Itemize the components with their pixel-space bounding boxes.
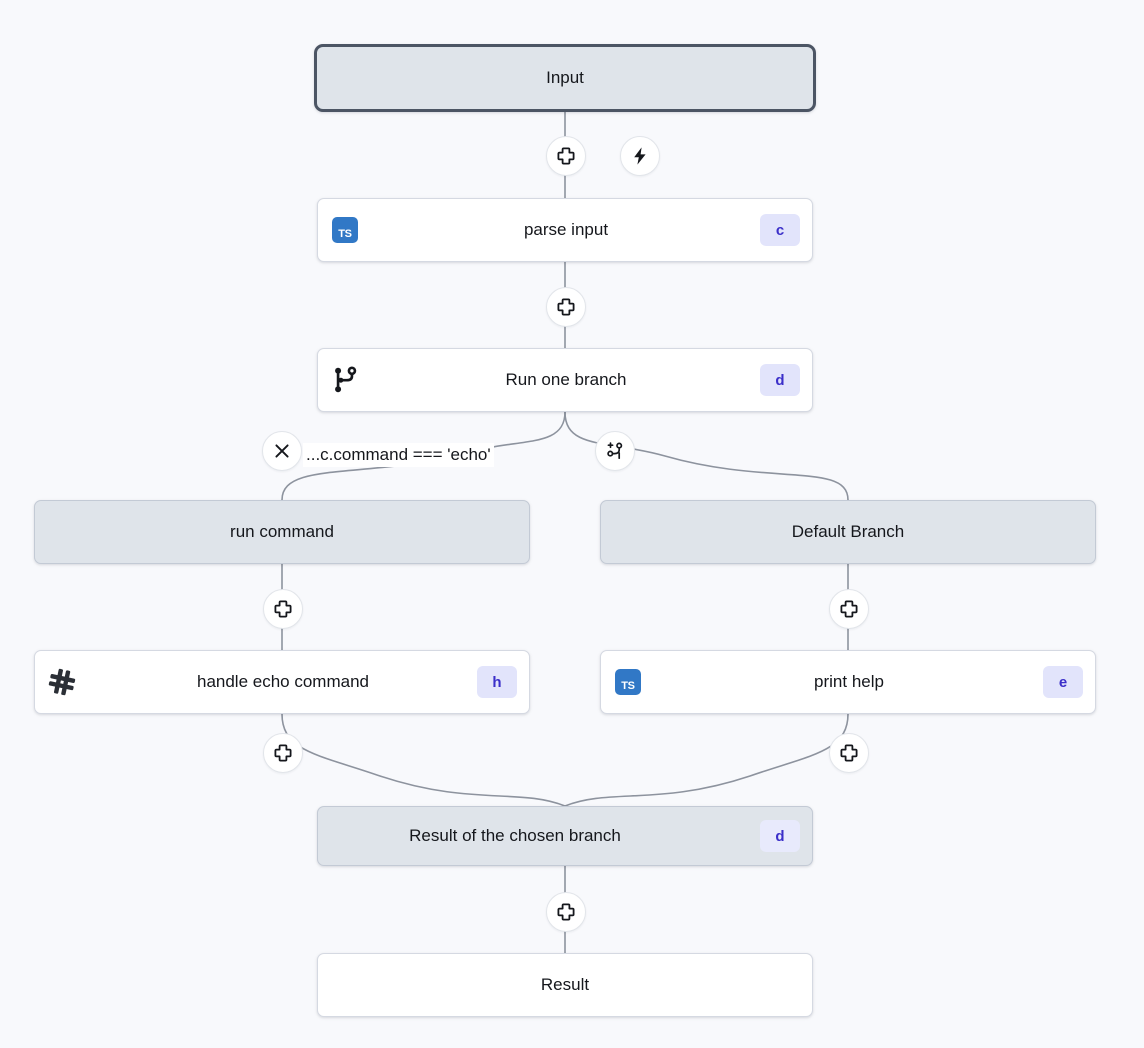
edge-condition-label[interactable]: ...c.command === 'echo' (303, 443, 494, 467)
add-branch-icon (607, 442, 623, 460)
node-parse-input-label: parse input (523, 220, 609, 239)
edge-handle-to-result (281, 713, 566, 807)
bolt-icon (634, 147, 646, 165)
node-parse-input-badge[interactable]: c (760, 214, 800, 246)
add-step-button-handle-echo[interactable] (263, 733, 303, 773)
node-handle-echo-command-badge[interactable]: h (477, 666, 517, 698)
add-step-button-input-parse[interactable] (546, 136, 586, 176)
close-icon (275, 444, 289, 458)
plus-icon (557, 147, 575, 165)
bash-hash-icon (35, 667, 89, 697)
node-result-chosen-branch[interactable]: Result of the chosen branch d (317, 806, 813, 866)
add-branch-button[interactable] (595, 431, 635, 471)
node-print-help-label: print help (814, 672, 884, 691)
node-result[interactable]: Result (317, 953, 813, 1017)
node-run-one-branch-badge[interactable]: d (760, 364, 800, 396)
trigger-button[interactable] (620, 136, 660, 176)
branch-icon (318, 365, 372, 395)
remove-branch-button[interactable] (262, 431, 302, 471)
node-default-branch[interactable]: Default Branch (600, 500, 1096, 564)
node-run-one-branch[interactable]: Run one branch d (317, 348, 813, 412)
node-print-help-badge[interactable]: e (1043, 666, 1083, 698)
node-input[interactable]: Input (314, 44, 816, 112)
node-handle-echo-command[interactable]: handle echo command h (34, 650, 530, 714)
edge-print-to-result (564, 713, 849, 807)
add-step-button-print-help[interactable] (829, 733, 869, 773)
node-result-chosen-branch-label: Result of the chosen branch (409, 826, 621, 845)
node-handle-echo-command-label: handle echo command (196, 672, 369, 691)
plus-icon (840, 744, 858, 762)
add-step-button-result[interactable] (546, 892, 586, 932)
node-result-chosen-branch-badge[interactable]: d (760, 820, 800, 852)
node-run-command-label: run command (230, 522, 334, 541)
plus-icon (840, 600, 858, 618)
add-step-button-parse-branch[interactable] (546, 287, 586, 327)
add-step-button-default-branch[interactable] (829, 589, 869, 629)
plus-icon (557, 298, 575, 316)
typescript-icon: TS (318, 217, 372, 243)
node-parse-input[interactable]: TS parse input c (317, 198, 813, 262)
typescript-icon: TS (601, 669, 655, 695)
plus-icon (274, 744, 292, 762)
node-print-help[interactable]: TS print help e (600, 650, 1096, 714)
plus-icon (274, 600, 292, 618)
node-run-command[interactable]: run command (34, 500, 530, 564)
plus-icon (557, 903, 575, 921)
node-result-label: Result (540, 975, 590, 994)
add-step-button-run-command[interactable] (263, 589, 303, 629)
node-default-branch-label: Default Branch (791, 522, 905, 541)
node-run-one-branch-label: Run one branch (505, 370, 627, 389)
node-input-label: Input (546, 68, 584, 87)
